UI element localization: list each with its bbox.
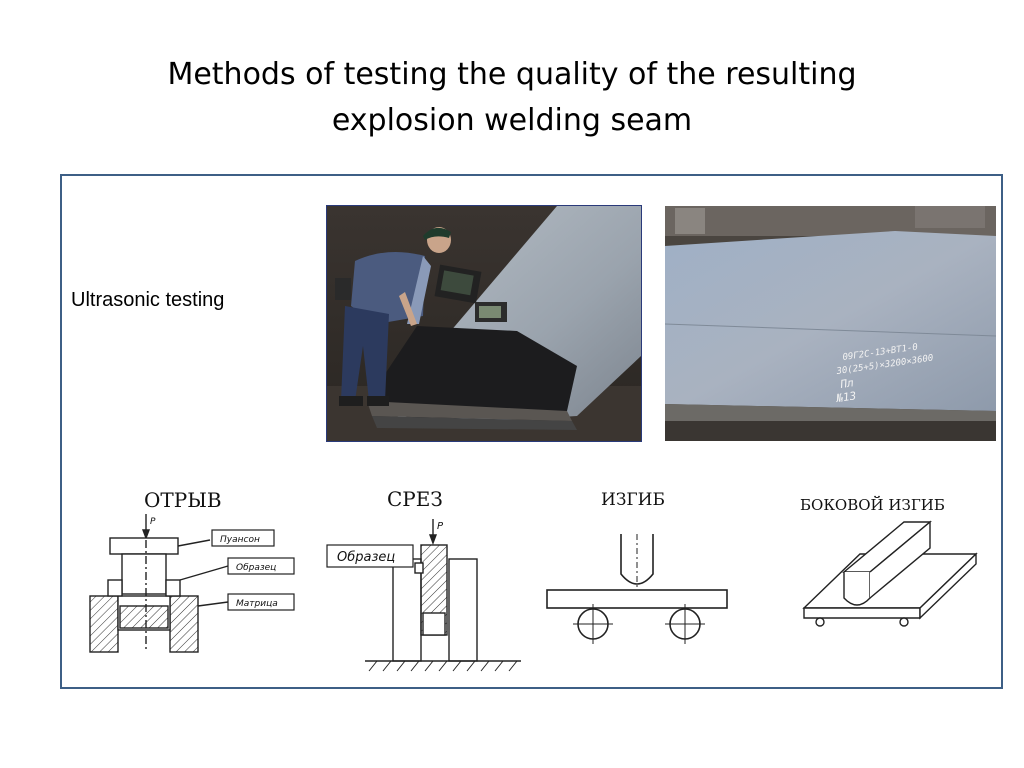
bend-test-diagram xyxy=(546,534,728,644)
slide-title-line-1: Methods of testing the quality of the re… xyxy=(167,57,857,92)
welded-plate-photo: 09Г2С-13+ВТ1-0 30(25+5)×3200×3600 Пл №13 xyxy=(665,206,996,441)
force-label-p: P xyxy=(150,517,156,527)
shear-test-title: СРЕЗ xyxy=(387,487,443,511)
shear-force-label-p: P xyxy=(437,521,444,532)
content-frame xyxy=(60,174,1003,689)
callout-sample: Образец xyxy=(236,563,276,573)
side-bend-test-diagram xyxy=(802,520,978,627)
callout-punch: Пуансон xyxy=(220,535,260,545)
plate-marking-line-4: №13 xyxy=(835,389,857,405)
callout-die: Матрица xyxy=(236,599,278,609)
slide-title-line-2: explosion welding seam xyxy=(331,103,693,138)
ultrasonic-testing-label: Ultrasonic testing xyxy=(71,289,225,311)
slide-title: Methods of testing the quality of the re… xyxy=(0,52,1024,144)
plate-marking-line-3: Пл xyxy=(839,376,855,391)
tear-off-test-title: ОТРЫВ xyxy=(144,488,222,512)
ultrasonic-inspection-photo xyxy=(326,205,642,442)
bend-test-title: ИЗГИБ xyxy=(601,490,665,510)
tear-off-test-diagram: P Пуансон Образец Матрица xyxy=(89,514,295,653)
side-bend-test-title: БОКОВОЙ ИЗГИБ xyxy=(800,496,945,514)
shear-callout-sample: Образец xyxy=(337,550,395,565)
shear-test-diagram: P Образец xyxy=(326,519,521,672)
